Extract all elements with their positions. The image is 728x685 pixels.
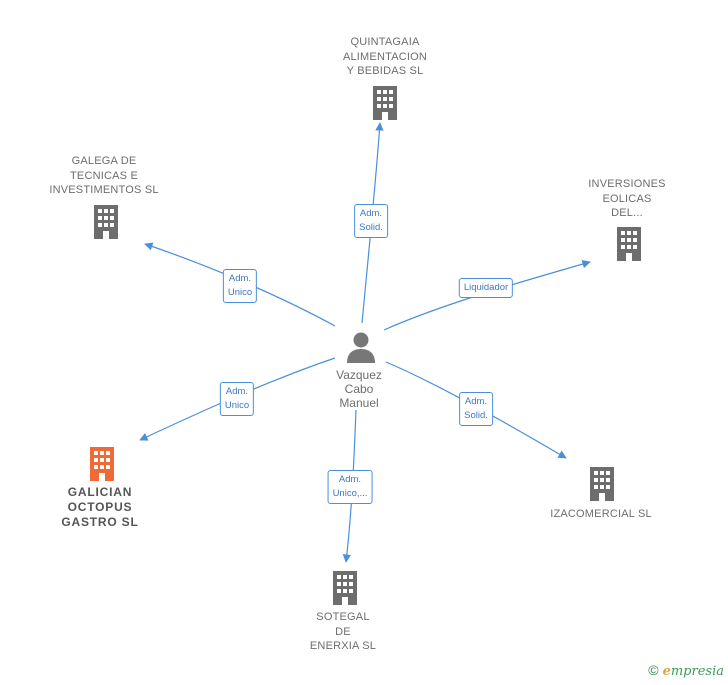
brand-initial: e bbox=[662, 664, 671, 679]
role-badge: Liquidador bbox=[458, 278, 514, 298]
building-icon-highlighted bbox=[90, 447, 114, 481]
company-label-galician[interactable]: GALICIAN OCTOPUS GASTRO SL bbox=[61, 485, 139, 529]
building-icon bbox=[373, 86, 397, 120]
role-badge: Adm. Unico,... bbox=[327, 470, 373, 504]
company-label-quintagaia[interactable]: QUINTAGAIA ALIMENTACION Y BEBIDAS SL bbox=[342, 36, 428, 77]
company-label-sotegal[interactable]: SOTEGAL DE ENERXIA SL bbox=[309, 611, 377, 652]
role-badge: Adm. Unico bbox=[219, 382, 255, 416]
building-icon bbox=[617, 227, 641, 261]
person-icon bbox=[347, 332, 375, 363]
building-icon bbox=[94, 205, 118, 239]
brand-name: mpresia bbox=[670, 664, 724, 679]
company-label-inversiones[interactable]: INVERSIONES EOLICAS DEL... bbox=[588, 178, 666, 219]
building-icon bbox=[590, 467, 614, 501]
role-badge: Adm. Solid. bbox=[354, 204, 388, 238]
company-label-galega[interactable]: GALEGA DE TECNICAS E INVESTIMENTOS SL bbox=[49, 155, 159, 196]
role-badge: Adm. Solid. bbox=[459, 392, 493, 426]
company-label-izacomercial[interactable]: IZACOMERCIAL SL bbox=[550, 508, 652, 520]
building-icon bbox=[333, 571, 357, 605]
person-name[interactable]: Vazquez Cabo Manuel bbox=[336, 368, 382, 410]
role-badge: Adm. Unico bbox=[222, 269, 258, 303]
footer-brand: ©empresia bbox=[648, 662, 724, 679]
copyright-symbol: © bbox=[648, 662, 659, 678]
